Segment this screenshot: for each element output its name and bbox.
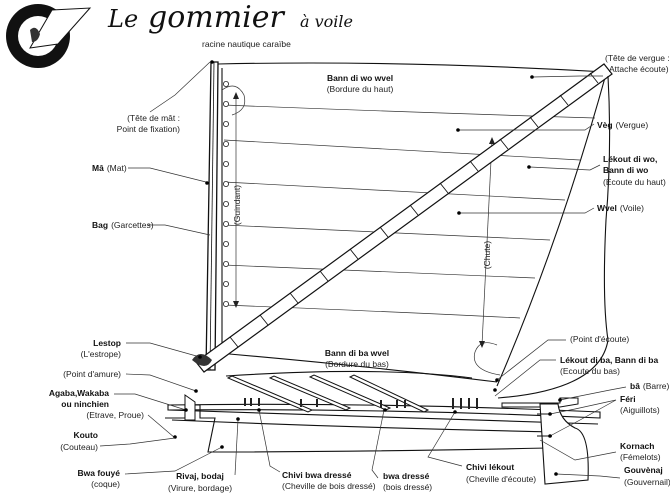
label-lekout-di-wo-1: Lékout di wo, — [603, 154, 657, 164]
label-tete-de-mat-2: Point de fixation) — [117, 124, 180, 134]
label-agaba-1: Agaba,Wakaba — [49, 388, 109, 398]
label-chivi-lekout: Chivi lékout — [466, 462, 514, 472]
label-bordure-du-haut: (Bordure du haut) — [327, 84, 394, 94]
label-veg: Vèg(Vergue) — [597, 120, 648, 130]
title-suffix: à voile — [300, 12, 353, 31]
label-bann-di-wo-wvel: Bann di wo wvel — [327, 73, 393, 83]
label-aiguillots: (Aiguillots) — [620, 405, 660, 415]
label-agaba-2: ou ninchien — [61, 399, 109, 409]
label-kornach: Kornach — [620, 441, 654, 451]
label-chivi-bwa-dresse: Chivi bwa dressé — [282, 470, 352, 480]
label-virure: (Virure, bordage) — [168, 483, 232, 493]
title: Le gommier à voile racine nautique caraï… — [107, 0, 353, 49]
label-tete-de-vergue-2: Attache écoute) — [609, 64, 669, 74]
labels: Bann di wo wvel (Bordure du haut) (Tête … — [49, 53, 670, 493]
label-point-amure: (Point d'amure) — [63, 369, 121, 379]
rudder — [501, 397, 589, 485]
title-main: gommier — [148, 0, 286, 35]
label-bwa-dresse: bwa dressé — [383, 471, 430, 481]
label-lestop: Lestop — [93, 338, 121, 348]
label-tete-de-vergue-1: (Tête de vergue : — [605, 53, 670, 63]
label-etrave: (Etrave, Proue) — [86, 410, 144, 420]
label-lekout-di-wo-2: Bann di wo — [603, 165, 648, 175]
hull — [165, 370, 601, 453]
label-gouvernail: (Gouvernail) — [624, 477, 670, 487]
yard — [192, 63, 613, 373]
label-bann-di-ba-wvel: Bann di ba wvel — [325, 348, 389, 358]
label-coque: (coque) — [91, 479, 120, 489]
label-estrope: (L'estrope) — [81, 349, 122, 359]
label-guindant: (Guindant) — [232, 185, 242, 225]
sail — [205, 62, 607, 387]
label-tete-de-mat-1: (Tête de mât : — [127, 113, 180, 123]
label-chute: (Chute) — [482, 241, 492, 270]
mast — [205, 61, 219, 371]
label-wvel: Wvel(Voile) — [597, 203, 644, 213]
label-femelots: (Fémelots) — [620, 452, 661, 462]
label-gouvenaj: Gouvènaj — [624, 465, 663, 475]
label-couteau: (Couteau) — [60, 442, 98, 452]
label-bois-dresse: (bois dressé) — [383, 482, 432, 492]
label-bag: Bag(Garcettes) — [92, 220, 154, 230]
label-rivaj: Rivaj, bodaj — [176, 471, 224, 481]
label-cheville-ecoute: (Cheville d'écoute) — [466, 474, 536, 484]
label-bwa-fouye: Bwa fouyé — [77, 468, 120, 478]
title-prefix: Le — [107, 5, 138, 33]
label-ma: Mâ(Mat) — [92, 163, 127, 173]
label-kouto: Kouto — [73, 430, 98, 440]
label-point-ecoute: (Point d'écoute) — [570, 334, 629, 344]
label-ba: bâ(Barre) — [630, 381, 670, 391]
label-ecoute-du-haut: (Ecoute du haut) — [603, 177, 666, 187]
label-feri: Féri — [620, 394, 636, 404]
upper-sheet — [497, 75, 611, 399]
label-ecoute-du-bas: (Ecoute du bas) — [560, 366, 620, 376]
label-cheville-bois-dresse: (Cheville de bois dressé) — [282, 481, 376, 491]
leader-lines — [99, 60, 627, 479]
label-lekout-di-ba: Lékout di ba, Bann di ba — [560, 355, 659, 365]
logo — [6, 4, 92, 68]
label-bordure-du-bas: (Bordure du bas) — [325, 359, 389, 369]
subtitle: racine nautique caraïbe — [202, 39, 291, 49]
